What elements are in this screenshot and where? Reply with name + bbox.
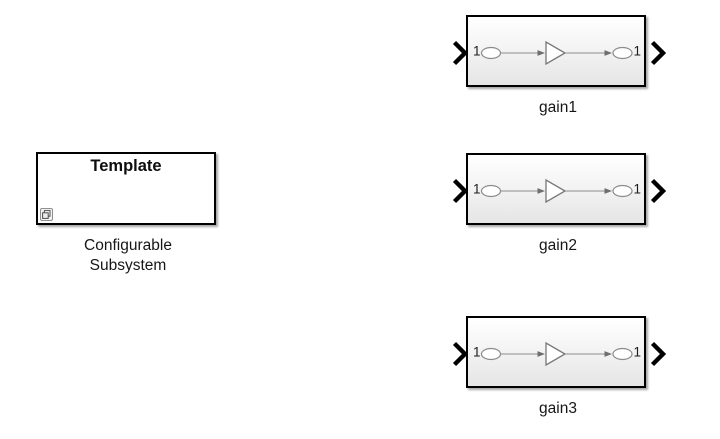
output-port-chevron-icon[interactable] — [650, 341, 666, 367]
outport-bubble — [612, 184, 633, 198]
subsystem-contents-preview — [480, 178, 633, 204]
outport-number: 1 — [633, 344, 641, 360]
subsystem-contents-preview — [480, 40, 633, 66]
gain3-name-label[interactable]: gain3 — [539, 400, 577, 417]
label-line-1: Configurable — [84, 237, 172, 254]
gain-triangle-icon — [545, 178, 567, 204]
outport-number: 1 — [633, 43, 641, 59]
arrowhead-icon — [537, 351, 545, 357]
arrowhead-icon — [604, 188, 612, 194]
gain2-unit: 1 1 gain2 — [450, 153, 670, 265]
arrowhead-icon — [537, 50, 545, 56]
gain1-name-label[interactable]: gain1 — [539, 99, 577, 116]
inport-bubble — [480, 184, 502, 198]
subsystem-contents-preview — [480, 341, 633, 367]
input-port-chevron-icon[interactable] — [452, 40, 468, 66]
copy-stack-icon — [42, 210, 51, 219]
inport-number: 1 — [473, 344, 481, 360]
template-block-title: Template — [90, 157, 162, 175]
output-port-chevron-icon[interactable] — [650, 40, 666, 66]
arrowhead-icon — [604, 351, 612, 357]
outport-number: 1 — [633, 181, 641, 197]
inport-bubble — [480, 347, 502, 361]
output-port-chevron-icon[interactable] — [650, 178, 666, 204]
configurable-subsystem-unit: Template Configurable Subsystem — [36, 152, 220, 292]
input-port-chevron-icon[interactable] — [452, 178, 468, 204]
gain3-unit: 1 1 gain3 — [450, 316, 670, 428]
configurable-subsystem-name-label[interactable]: Configurable Subsystem — [36, 236, 220, 276]
outport-bubble — [612, 46, 633, 60]
gain1-unit: 1 1 gain1 — [450, 15, 670, 127]
label-line-2: Subsystem — [89, 257, 167, 274]
configurable-subsystem-block[interactable]: Template — [36, 152, 216, 225]
gain-triangle-icon — [545, 40, 567, 66]
subsystem-badge-button[interactable] — [40, 208, 53, 221]
inport-number: 1 — [473, 181, 481, 197]
gain2-name-label[interactable]: gain2 — [539, 237, 577, 254]
inport-bubble — [480, 46, 502, 60]
input-port-chevron-icon[interactable] — [452, 341, 468, 367]
arrowhead-icon — [604, 50, 612, 56]
gain-triangle-icon — [545, 341, 567, 367]
gain2-subsystem-block[interactable]: 1 1 — [466, 153, 646, 225]
outport-bubble — [612, 347, 633, 361]
inport-number: 1 — [473, 43, 481, 59]
gain1-subsystem-block[interactable]: 1 1 — [466, 15, 646, 87]
gain3-subsystem-block[interactable]: 1 1 — [466, 316, 646, 388]
arrowhead-icon — [537, 188, 545, 194]
